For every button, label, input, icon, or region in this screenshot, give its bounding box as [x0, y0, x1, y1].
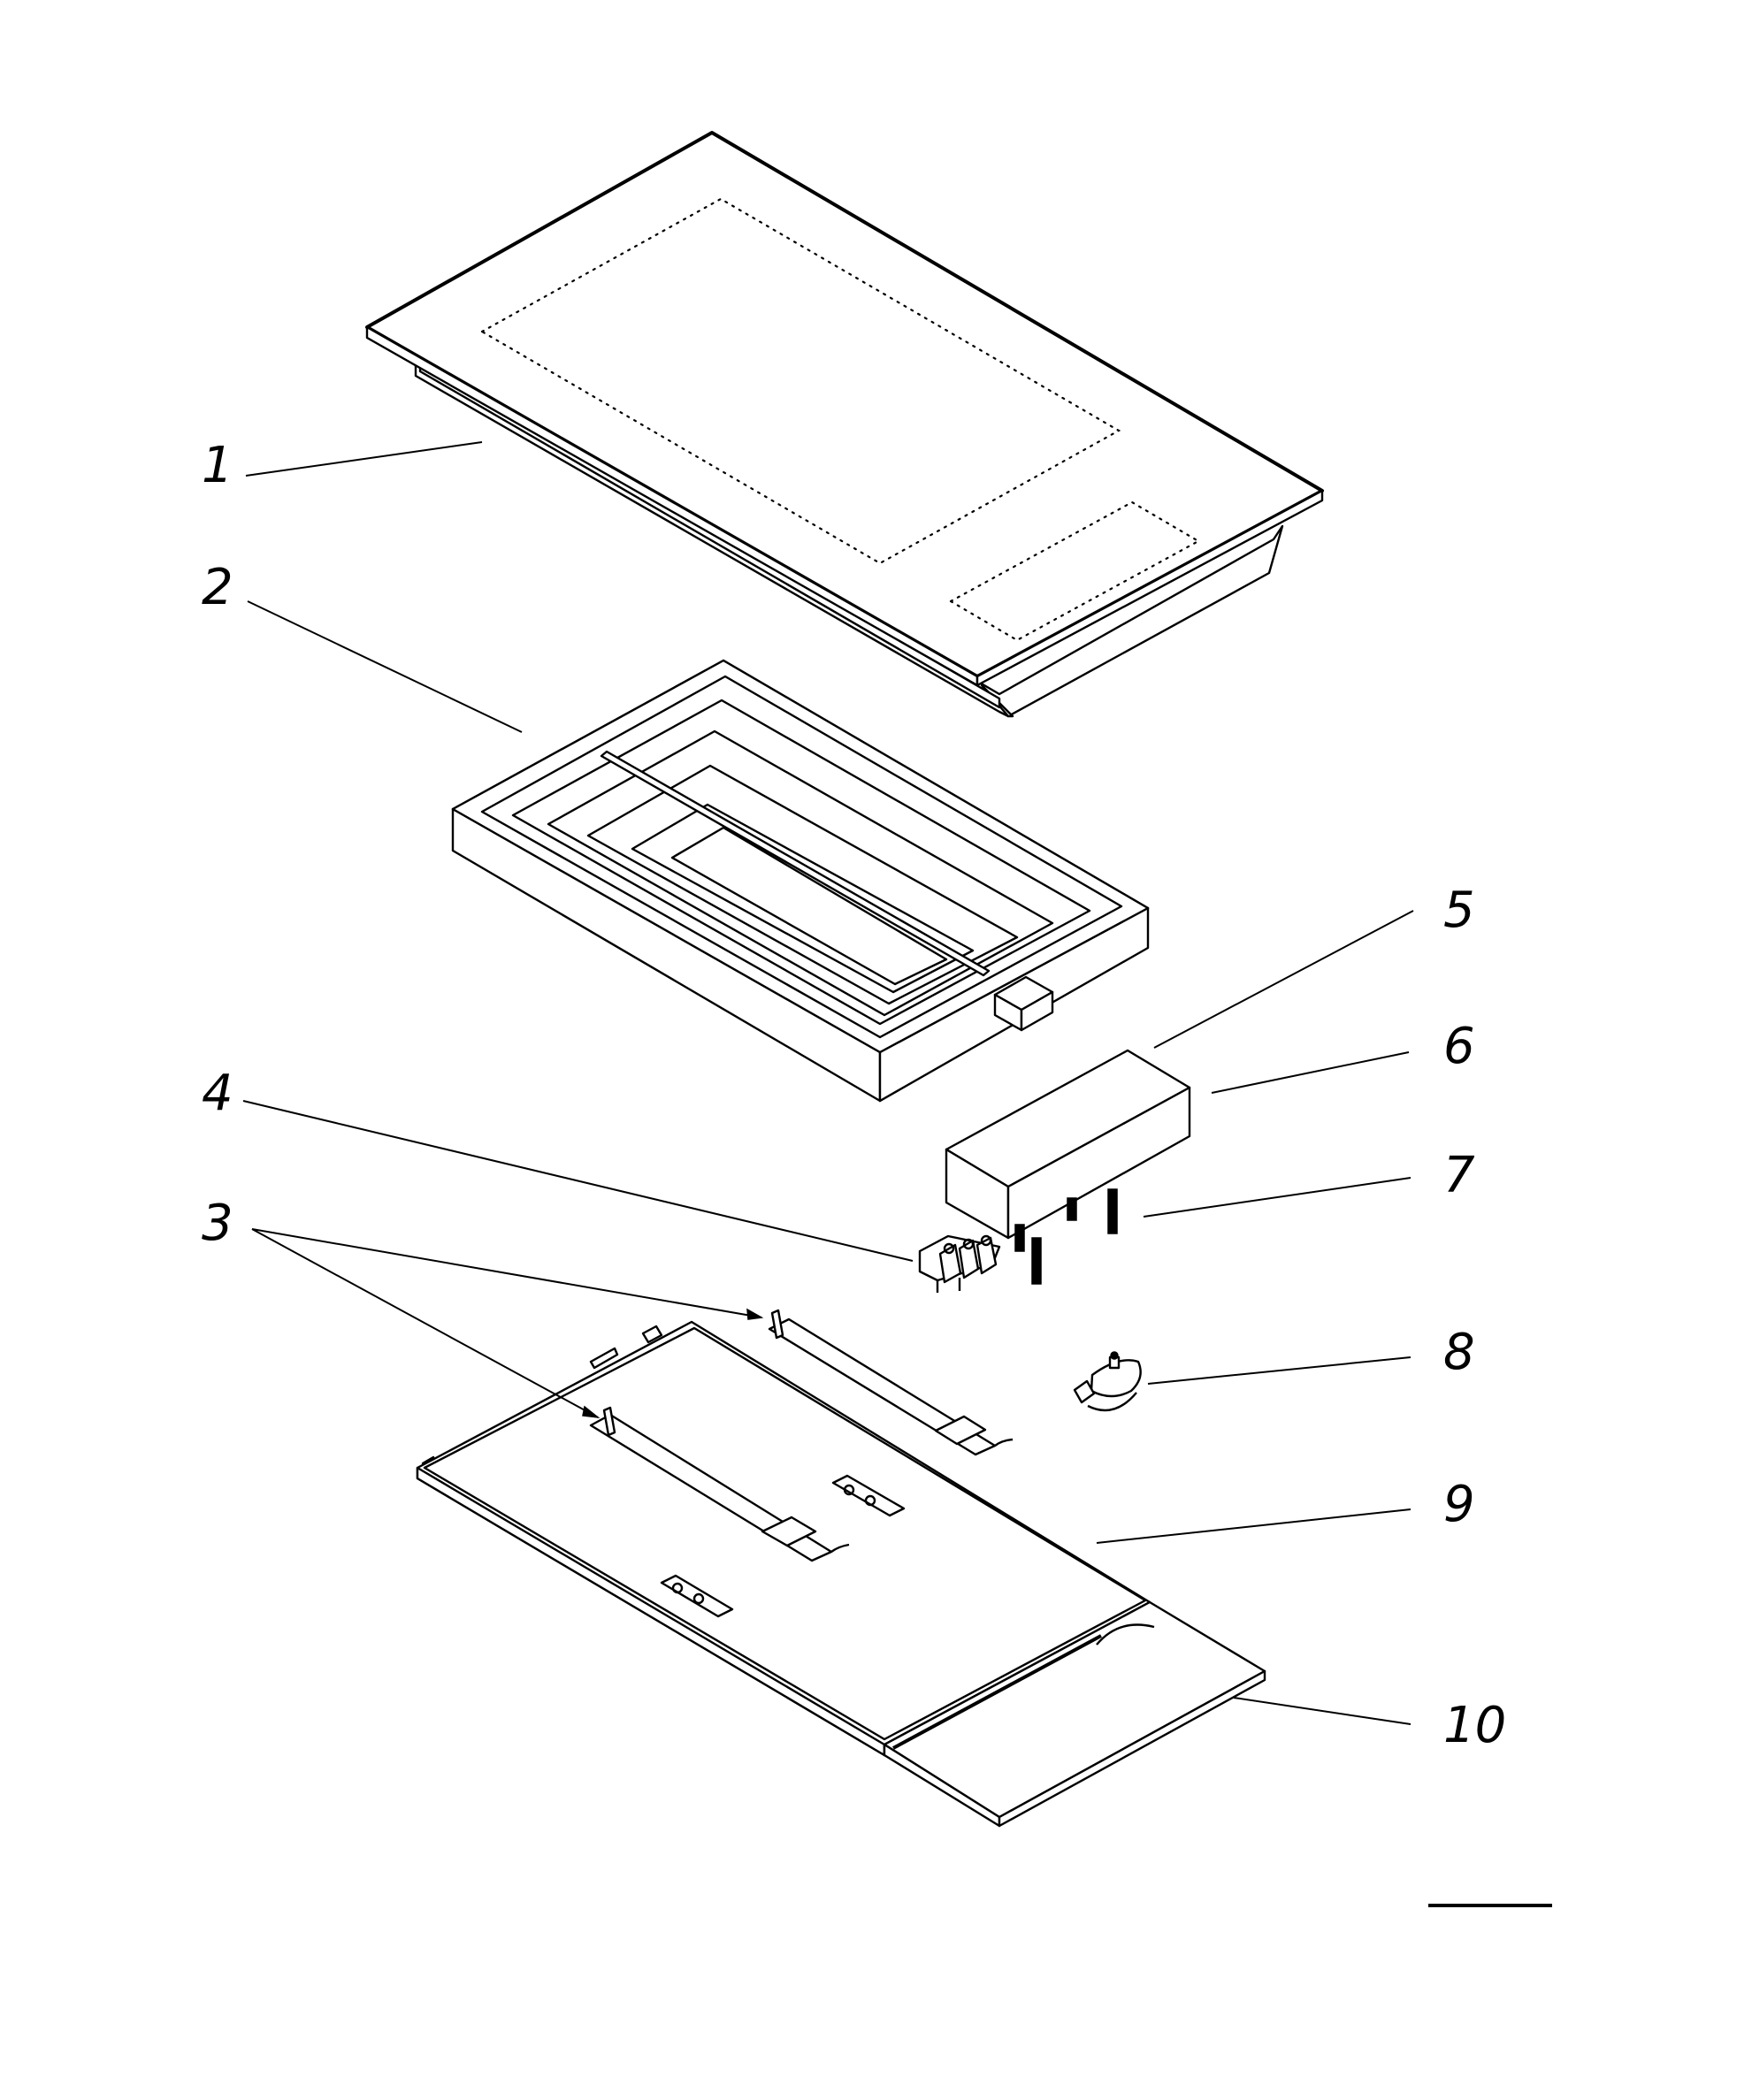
callout-10: 10: [1443, 1697, 1506, 1754]
part-4-terminal-block: [918, 1234, 1001, 1293]
leader-5: [1153, 910, 1414, 1049]
leader-1: [245, 441, 483, 477]
leader-9: [1096, 1508, 1412, 1544]
callout-7: 7: [1443, 1147, 1475, 1204]
part-7-threaded-pins: [1014, 1188, 1118, 1285]
leader-3b: [251, 1228, 599, 1418]
leader-3a: [251, 1228, 762, 1318]
callout-6: 6: [1443, 1018, 1475, 1075]
leader-8: [1147, 1356, 1412, 1385]
part-1-cooktop-top: [365, 131, 1324, 718]
callout-8: 8: [1443, 1324, 1475, 1381]
callout-labels: 1 2 3 4 5 6 7 8 9 10: [202, 437, 1506, 1754]
callout-2: 2: [202, 559, 233, 616]
leader-7: [1143, 1177, 1412, 1218]
part-8-cable-clamp: [1073, 1351, 1142, 1412]
callout-3: 3: [202, 1195, 233, 1252]
callout-4: 4: [202, 1065, 233, 1122]
leader-4: [242, 1100, 914, 1262]
leader-2: [247, 600, 523, 733]
callout-5: 5: [1443, 882, 1475, 939]
callout-9: 9: [1443, 1476, 1475, 1533]
leader-10: [1233, 1697, 1412, 1725]
callout-1: 1: [202, 437, 233, 494]
part-5-6-control-box: [945, 1049, 1191, 1240]
part-10-front-panel: [883, 1600, 1266, 1828]
leader-6: [1211, 1051, 1410, 1094]
part-2-heating-frame: [451, 659, 1150, 1103]
leader-lines: [242, 441, 1552, 1907]
